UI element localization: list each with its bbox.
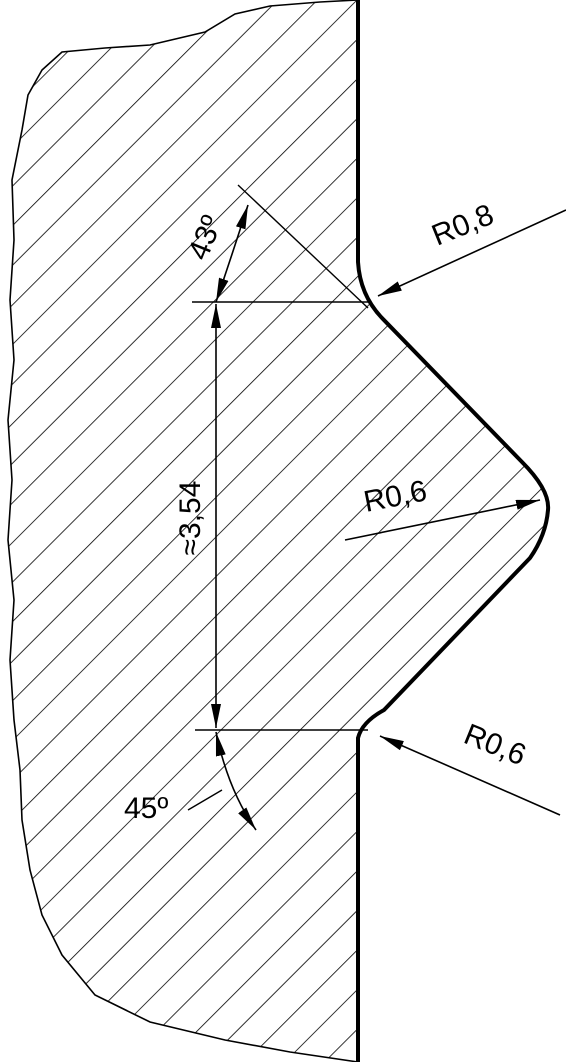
bottom-radius-label: R0,6: [459, 718, 530, 772]
hatched-section: [7, 0, 549, 1062]
bottom-angle-arc: [215, 731, 257, 831]
tip-radius-leader: [344, 499, 541, 541]
top-radius-label: R0,8: [427, 198, 498, 252]
top-angle-extension-line: [237, 184, 369, 309]
profile-outline: [356, 0, 551, 1062]
top-angle-arc: [215, 204, 249, 303]
bottom-angle-label: 45º: [124, 792, 168, 825]
bottom-radius-leader: [379, 735, 561, 816]
top-radius-leader: [377, 209, 566, 297]
height-dimension-label: ≈3,54: [174, 481, 207, 556]
bottom-angle-leader: [187, 789, 223, 811]
